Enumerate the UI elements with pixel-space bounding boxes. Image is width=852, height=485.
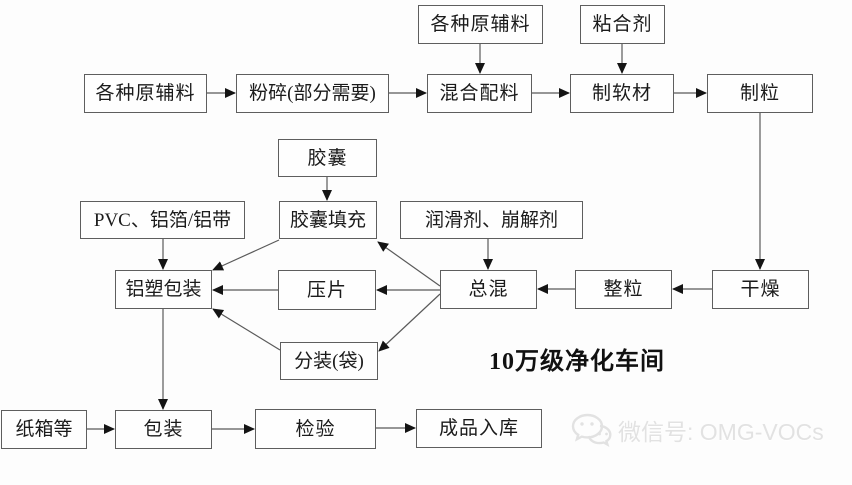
node-raw-materials-top: 各种原辅料 <box>418 5 543 44</box>
node-carton: 纸箱等 <box>1 410 87 449</box>
node-granulation: 制粒 <box>707 74 813 113</box>
node-mixing-ingredients: 混合配料 <box>427 74 532 113</box>
node-binder: 粘合剂 <box>580 5 665 44</box>
edge-jiaonangfill-lvsu <box>212 239 280 271</box>
node-crushing: 粉碎(部分需要) <box>236 74 389 113</box>
watermark: 微信号: OMG-VOCs <box>570 412 824 448</box>
node-pvc-foil: PVC、铝箔/铝带 <box>80 201 245 239</box>
wechat-icon <box>570 412 612 448</box>
node-drying: 干燥 <box>712 270 809 309</box>
edge-fenzhuang-lvsu <box>212 308 281 351</box>
node-bag-filling: 分装(袋) <box>280 342 378 380</box>
node-inspection: 检验 <box>255 409 376 449</box>
node-warehouse: 成品入库 <box>416 409 542 448</box>
node-packing: 包装 <box>115 410 212 449</box>
node-capsule-filling: 胶囊填充 <box>279 201 377 239</box>
edge-zonghun-fenzhuang <box>378 293 441 352</box>
node-granule-sizing: 整粒 <box>575 270 672 309</box>
node-capsule: 胶囊 <box>278 139 377 177</box>
edge-zonghun-jiaonangfill <box>377 241 441 287</box>
node-raw-materials: 各种原辅料 <box>84 74 207 113</box>
node-tablet-pressing: 压片 <box>278 270 376 310</box>
node-lubricant-disintegrant: 润滑剂、崩解剂 <box>400 201 583 239</box>
node-blister-packaging: 铝塑包装 <box>115 270 212 309</box>
watermark-text: 微信号: OMG-VOCs <box>618 419 824 445</box>
node-soft-material: 制软材 <box>570 74 674 113</box>
node-final-mixing: 总混 <box>440 270 537 309</box>
clean-room-annotation: 10万级净化车间 <box>489 349 665 375</box>
